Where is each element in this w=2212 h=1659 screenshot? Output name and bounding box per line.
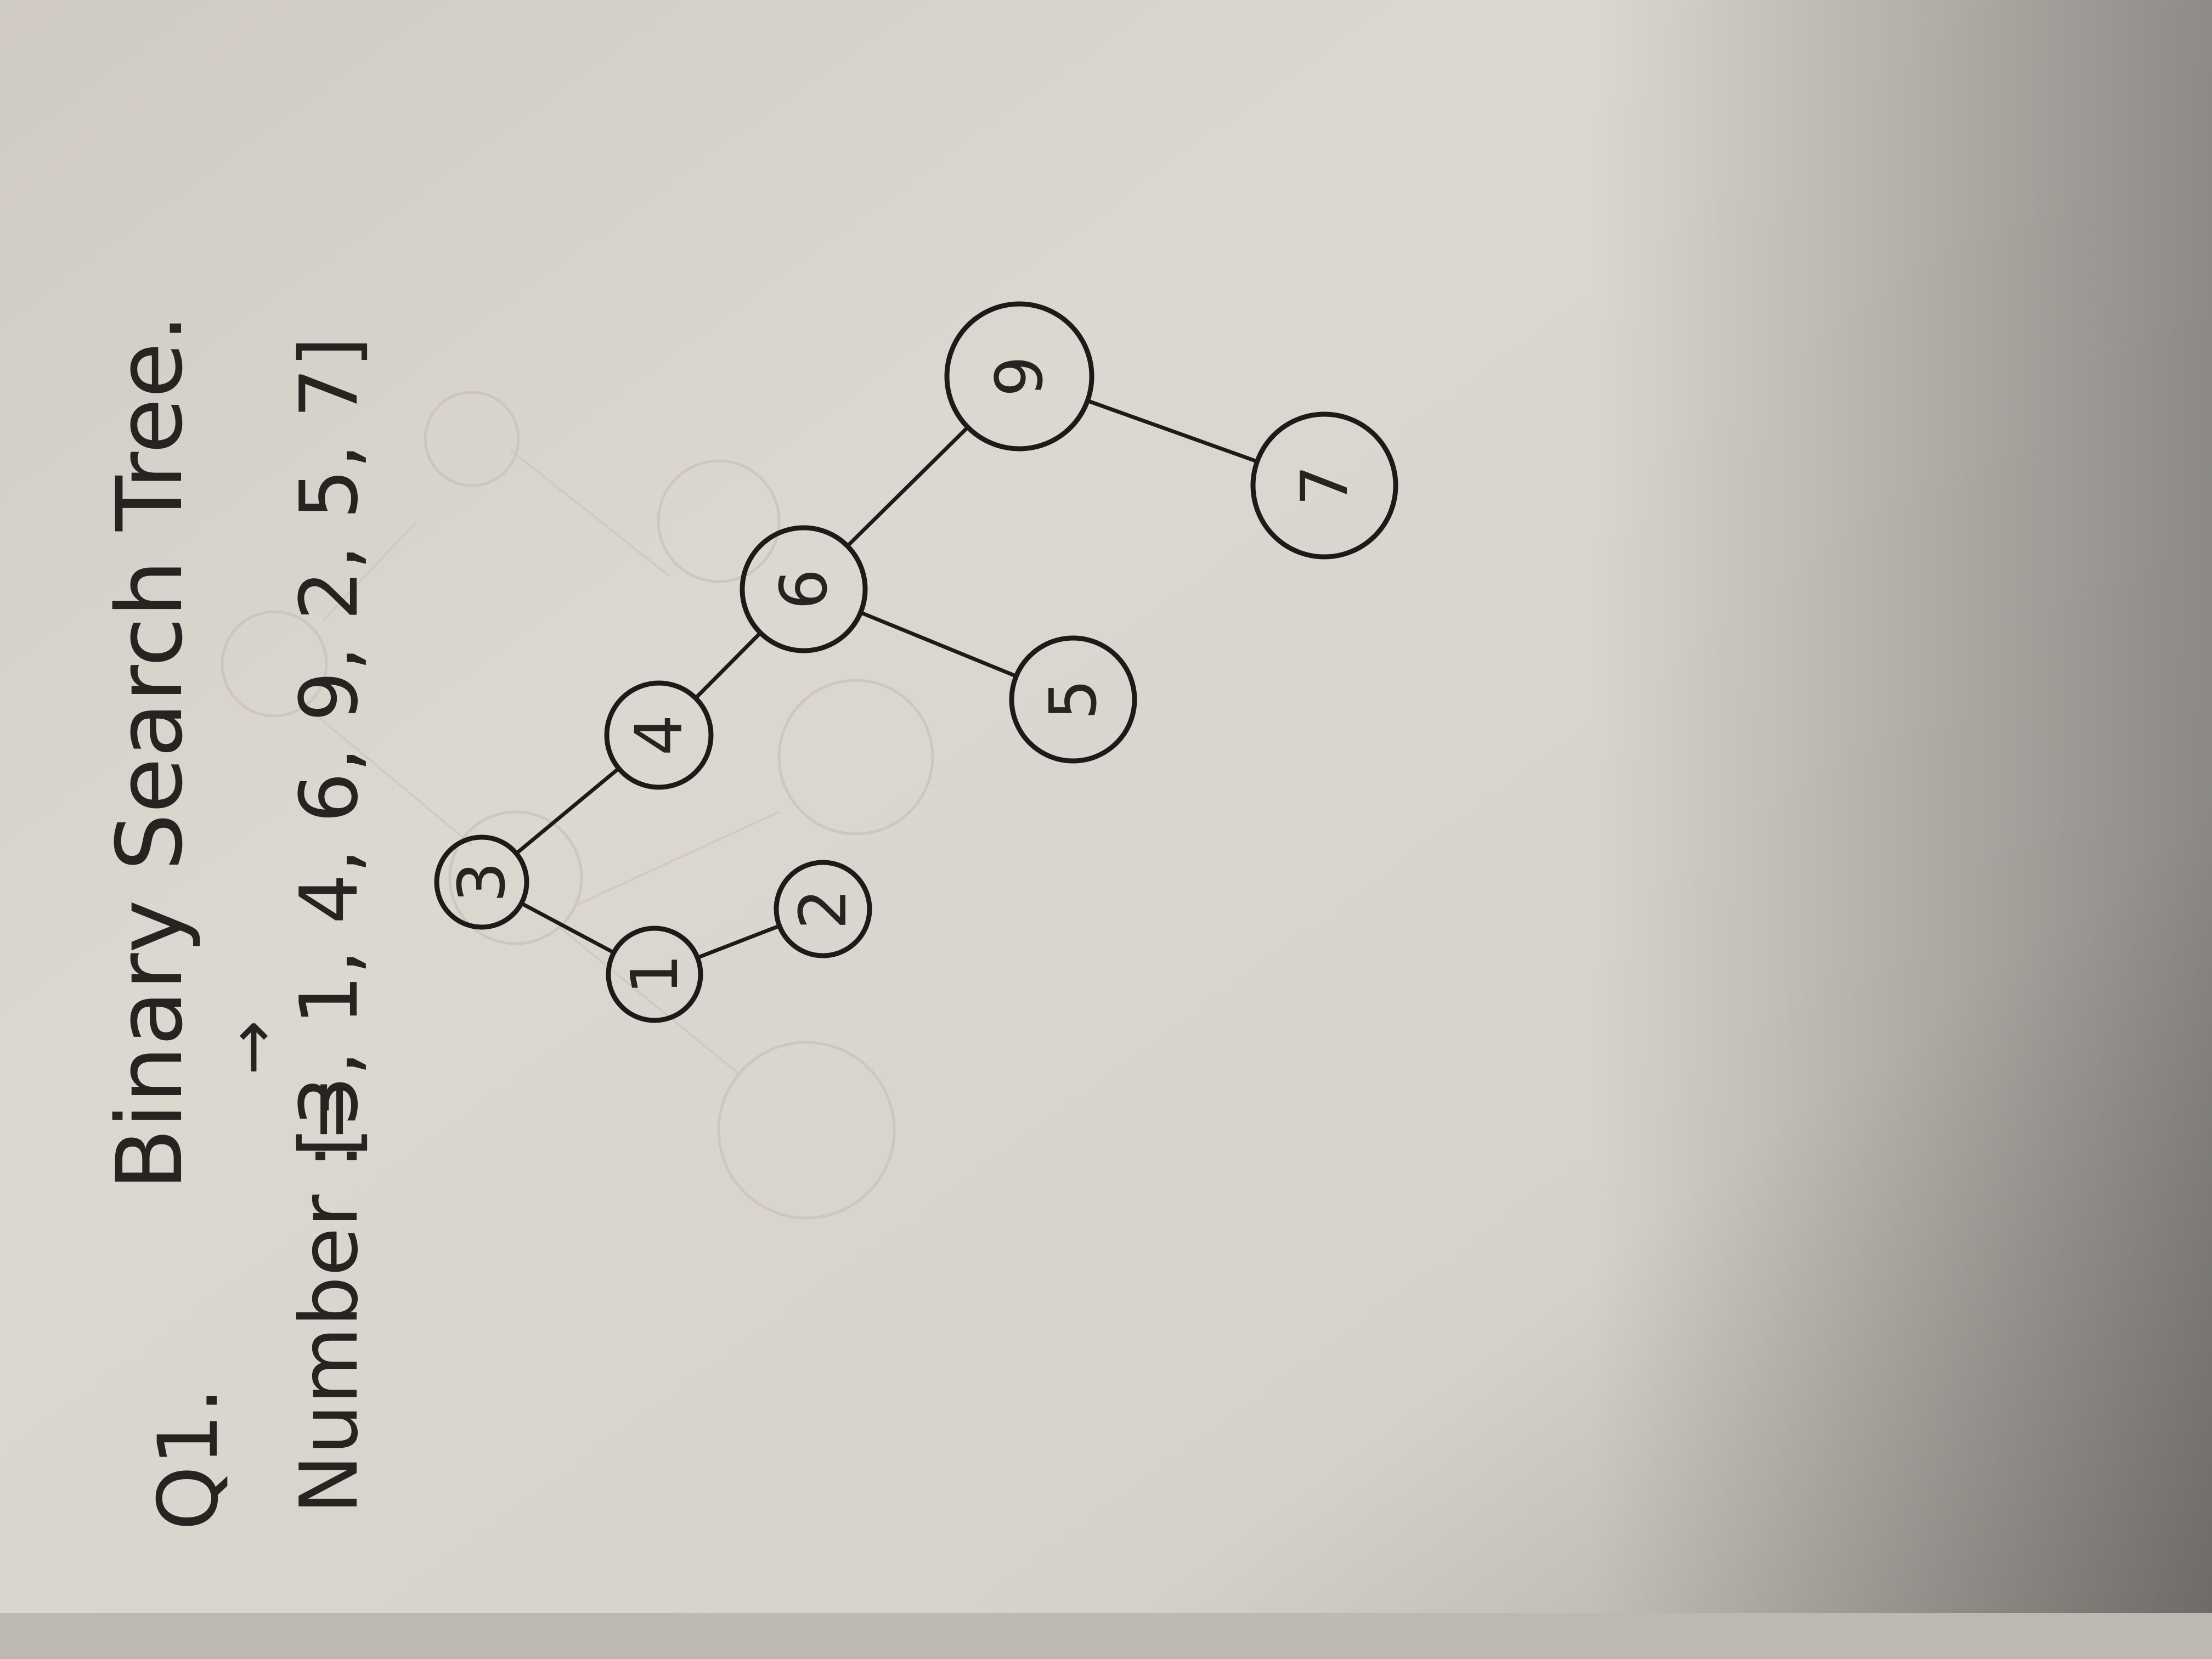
tree-edge (514, 766, 621, 856)
tree-edge (1085, 398, 1260, 464)
node-label: 6 (766, 568, 842, 610)
node-label: 1 (617, 953, 692, 995)
tree-edges (514, 398, 1260, 960)
node-label: 7 (1286, 465, 1362, 506)
tree-node-3: 3 (434, 834, 529, 930)
tree-node-5: 5 (1009, 635, 1137, 764)
node-label: 2 (785, 888, 861, 929)
tree-edge (693, 630, 763, 701)
node-circle (606, 926, 703, 1023)
tree-node-2: 2 (774, 860, 872, 958)
node-circle (1009, 635, 1137, 764)
tree-node-7: 7 (1250, 411, 1398, 560)
tree-node-1: 1 (606, 926, 703, 1023)
question-label: Q1. (141, 1387, 236, 1531)
diagram-title: Binary Search Tree. (97, 314, 202, 1190)
tree-edge (519, 901, 616, 955)
node-circle (944, 301, 1094, 452)
sequence-label: Number := (283, 1076, 376, 1514)
node-circle (604, 680, 714, 790)
show-through-marks (221, 391, 934, 1220)
paper-sheet-under (0, 1607, 2212, 1659)
node-circle (434, 834, 529, 930)
sequence-values: [3, 1, 4, 6, 9, 2, 5, 7] (283, 337, 376, 1158)
arrow-glyph: → (214, 1020, 290, 1075)
tree-edge (845, 425, 970, 548)
node-circle (1250, 411, 1398, 560)
paper-shadow (1591, 0, 2212, 1613)
node-label: 4 (621, 714, 697, 755)
node-label: 3 (444, 861, 520, 902)
tree-node-6: 6 (740, 525, 868, 653)
node-label: 5 (1035, 679, 1111, 720)
tree-edge (859, 610, 1018, 679)
tree-node-4: 4 (604, 680, 714, 790)
tree-node-9: 9 (944, 301, 1094, 452)
tree-edge (695, 924, 782, 960)
node-label: 9 (981, 356, 1057, 397)
node-circle (740, 525, 868, 653)
node-circle (774, 860, 872, 958)
tree-nodes: 3 1 2 4 6 5 9 7 (434, 301, 1398, 1023)
